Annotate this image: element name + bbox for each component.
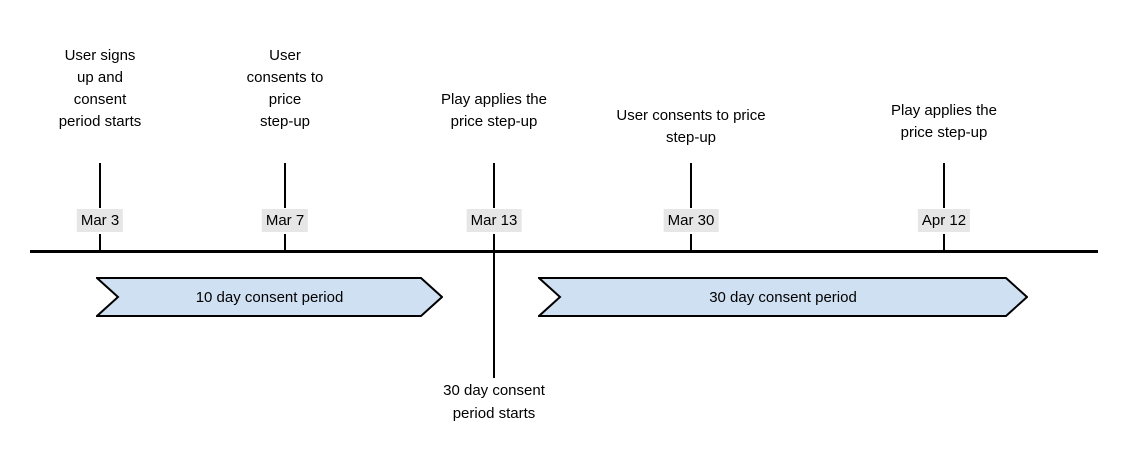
event-tick-upper xyxy=(943,163,945,208)
drop-annotation-label: 30 day consent period starts xyxy=(443,382,545,422)
timeline-axis xyxy=(30,250,1098,253)
event-caption: User signs up and consent period starts xyxy=(58,47,142,130)
drop-line xyxy=(493,253,495,378)
event-tick-upper xyxy=(99,163,101,208)
event-tick-lower xyxy=(284,234,286,253)
event-caption: User consents to price step-up xyxy=(246,47,324,130)
chevron-shape xyxy=(538,277,1028,317)
event-tick-lower xyxy=(493,234,495,253)
date-chip: Mar 3 xyxy=(76,209,124,232)
event-tick-upper xyxy=(690,163,692,208)
event-tick-lower xyxy=(943,234,945,253)
event-tick-upper xyxy=(493,163,495,208)
event-caption: Play applies the price step-up xyxy=(891,102,997,141)
event-tick-upper xyxy=(284,163,286,208)
date-chip: Mar 7 xyxy=(261,209,309,232)
event-tick-lower xyxy=(690,234,692,253)
event-caption: User consents to price step-up xyxy=(616,107,766,146)
chevron-shape xyxy=(96,277,443,317)
event-caption: Play applies the price step-up xyxy=(441,91,547,130)
date-chip: Mar 30 xyxy=(663,209,719,232)
event-tick-lower xyxy=(99,234,101,253)
consent-period-bar-period-10-day: 10 day consent period xyxy=(96,277,443,317)
date-chip: Apr 12 xyxy=(917,209,971,232)
date-chip: Mar 13 xyxy=(466,209,522,232)
consent-period-bar-period-30-day: 30 day consent period xyxy=(538,277,1028,317)
